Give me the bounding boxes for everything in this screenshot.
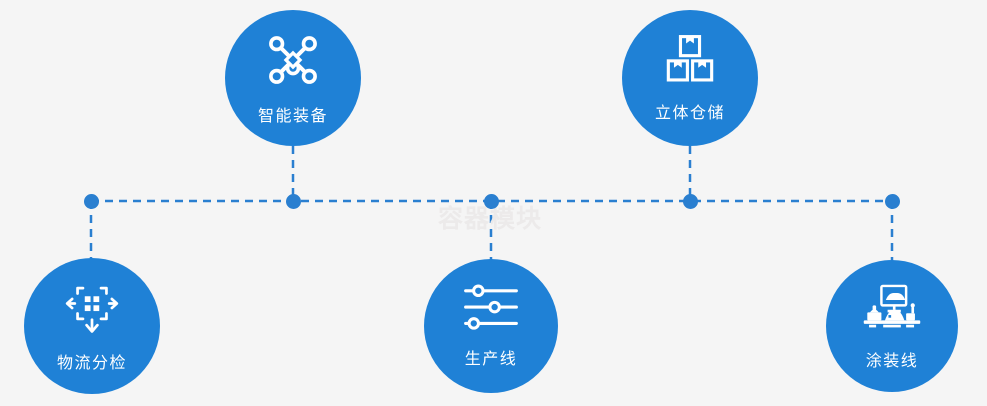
node-warehouse[interactable] xyxy=(682,193,698,209)
bubble-production[interactable]: 生产线 xyxy=(424,259,558,393)
stacked-boxes-icon xyxy=(662,34,718,86)
paint-booth-icon xyxy=(862,282,922,334)
bubble-painting[interactable]: 涂装线 xyxy=(826,260,958,392)
node-production[interactable] xyxy=(483,193,499,209)
bubble-equipment[interactable]: 智能装备 xyxy=(225,10,361,146)
bubble-label-warehouse: 立体仓储 xyxy=(654,104,725,122)
node-painting[interactable] xyxy=(884,193,900,209)
bubble-label-equipment: 智能装备 xyxy=(257,107,328,125)
bubble-warehouse[interactable]: 立体仓储 xyxy=(622,10,758,146)
bubble-label-logistics: 物流分检 xyxy=(56,354,127,372)
sliders-icon xyxy=(462,284,520,332)
network-nodes-icon xyxy=(264,31,322,89)
bubble-label-painting: 涂装线 xyxy=(865,352,919,370)
bubble-label-production: 生产线 xyxy=(464,350,518,368)
node-equipment[interactable] xyxy=(285,193,301,209)
node-logistics[interactable] xyxy=(83,193,99,209)
bubble-logistics[interactable]: 物流分检 xyxy=(24,258,160,394)
sorting-arrows-icon xyxy=(62,280,122,336)
